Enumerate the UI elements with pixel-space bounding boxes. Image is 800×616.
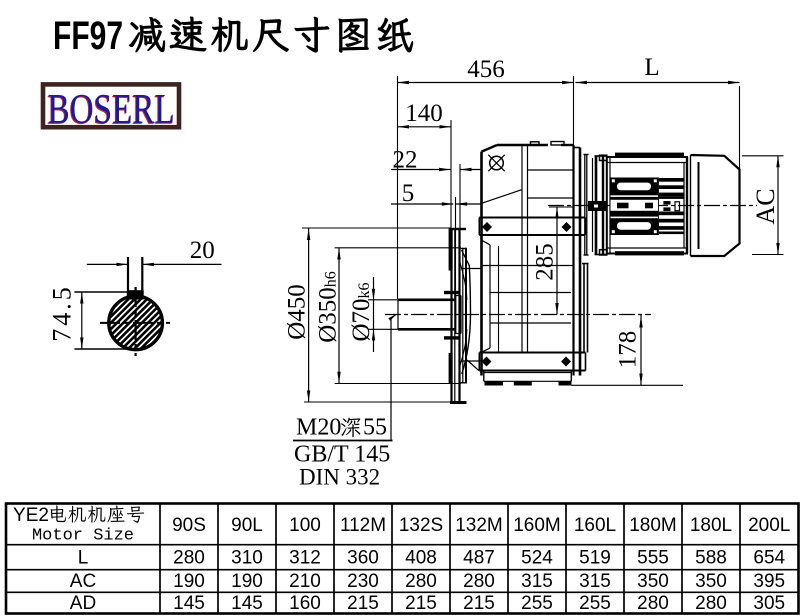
svg-text:280: 280: [463, 571, 495, 592]
svg-text:AC: AC: [70, 571, 96, 592]
svg-text:AD: AD: [70, 593, 96, 614]
svg-text:DIN 332: DIN 332: [299, 465, 380, 490]
svg-text:215: 215: [347, 593, 379, 614]
svg-text:74.5: 74.5: [48, 284, 77, 342]
svg-text:280: 280: [695, 593, 727, 614]
svg-text:487: 487: [463, 548, 495, 569]
svg-text:L: L: [644, 54, 659, 81]
svg-text:408: 408: [405, 548, 437, 569]
svg-text:145: 145: [173, 593, 205, 614]
svg-text:456: 456: [467, 56, 505, 83]
svg-text:100: 100: [289, 515, 321, 536]
svg-text:255: 255: [521, 593, 553, 614]
svg-text:280: 280: [173, 548, 205, 569]
svg-text:132M: 132M: [455, 515, 503, 536]
svg-text:160M: 160M: [513, 515, 561, 536]
svg-text:90L: 90L: [231, 515, 263, 536]
svg-text:178: 178: [615, 331, 642, 369]
svg-text:315: 315: [579, 571, 611, 592]
svg-text:200L: 200L: [748, 515, 790, 536]
svg-text:GB/T 145: GB/T 145: [294, 442, 390, 468]
svg-text:160L: 160L: [574, 515, 616, 536]
svg-text:Motor Size: Motor Size: [32, 527, 134, 546]
svg-text:AC: AC: [751, 188, 780, 224]
svg-text:210: 210: [289, 571, 321, 592]
svg-text:160: 160: [289, 593, 321, 614]
svg-text:22: 22: [393, 147, 418, 174]
svg-text:555: 555: [637, 548, 669, 569]
svg-text:305: 305: [753, 593, 785, 614]
svg-text:350: 350: [695, 571, 727, 592]
svg-text:M20: M20: [296, 415, 341, 441]
svg-text:312: 312: [289, 548, 321, 569]
svg-text:20: 20: [190, 237, 215, 264]
svg-text:215: 215: [463, 593, 495, 614]
svg-text:180L: 180L: [690, 515, 732, 536]
svg-text:395: 395: [753, 571, 785, 592]
svg-text:190: 190: [231, 571, 263, 592]
svg-text:BOSERL: BOSERL: [47, 87, 174, 134]
svg-text:90S: 90S: [172, 515, 206, 536]
svg-text:360: 360: [347, 548, 379, 569]
svg-text:654: 654: [753, 548, 785, 569]
svg-text:5: 5: [402, 180, 415, 207]
svg-text:BOSERL: BOSERL: [48, 86, 175, 133]
svg-text:215: 215: [405, 593, 437, 614]
svg-text:190: 190: [173, 571, 205, 592]
svg-text:519: 519: [579, 548, 611, 569]
svg-text:315: 315: [521, 571, 553, 592]
svg-text:145: 145: [231, 593, 263, 614]
svg-text:180M: 180M: [629, 515, 677, 536]
svg-text:FF97: FF97: [53, 14, 123, 58]
svg-text:140: 140: [405, 100, 443, 127]
svg-text:588: 588: [695, 548, 727, 569]
svg-text:112M: 112M: [340, 515, 386, 536]
svg-text:280: 280: [405, 571, 437, 592]
svg-text:255: 255: [579, 593, 611, 614]
svg-text:L: L: [78, 548, 89, 569]
svg-text:55: 55: [363, 415, 387, 441]
svg-text:280: 280: [637, 593, 669, 614]
svg-text:524: 524: [521, 548, 553, 569]
svg-text:285: 285: [532, 243, 559, 281]
svg-text:YE2: YE2: [13, 505, 49, 526]
svg-text:310: 310: [231, 548, 263, 569]
svg-text:350: 350: [637, 571, 669, 592]
svg-text:132S: 132S: [399, 515, 443, 536]
svg-text:230: 230: [347, 571, 379, 592]
svg-text:Ø450: Ø450: [284, 284, 311, 340]
